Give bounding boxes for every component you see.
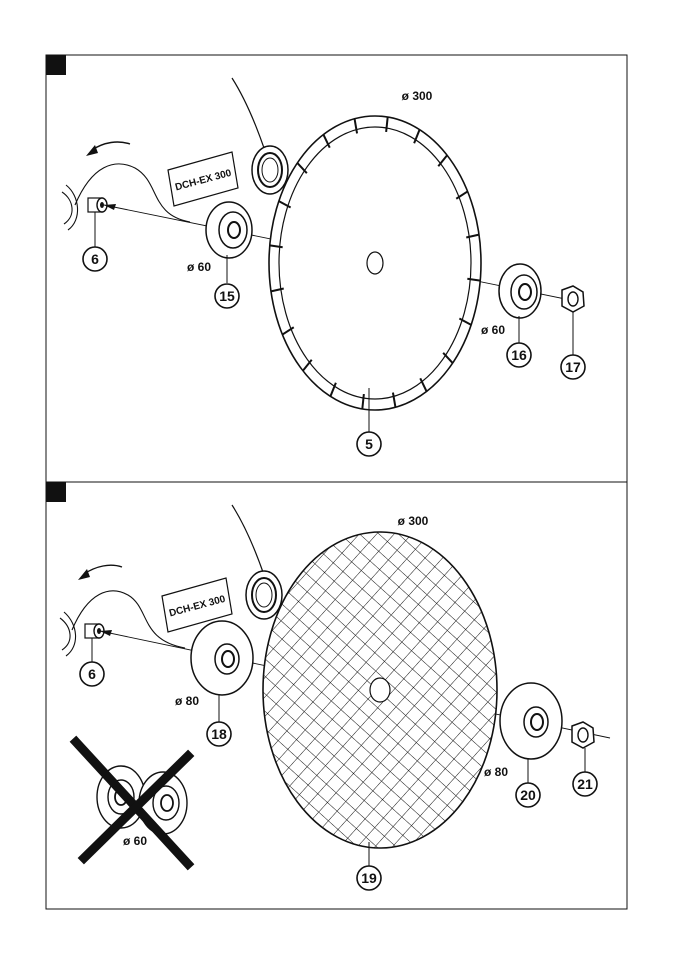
abrasive-disc xyxy=(263,532,497,848)
outer-flange xyxy=(499,264,541,318)
spindle xyxy=(62,185,107,230)
svg-text:15: 15 xyxy=(219,288,235,304)
svg-text:21: 21 xyxy=(577,776,593,792)
outer-flange-diameter-label: ø 60 xyxy=(481,323,505,337)
flange-nut xyxy=(562,286,584,312)
callout-20: 20 xyxy=(516,783,540,807)
outer-flange-diameter-label: ø 80 xyxy=(484,765,508,779)
callout-15: 15 xyxy=(215,284,239,308)
callout-18: 18 xyxy=(207,722,231,746)
rotation-arrow xyxy=(86,142,130,156)
disc-bore xyxy=(370,678,390,702)
model-plate: DCH-EX 300 xyxy=(168,152,238,206)
blade-bore xyxy=(367,252,383,274)
panel-2: DCH-EX 300 xyxy=(46,482,627,909)
inner-flange xyxy=(206,202,252,258)
callout-5: 5 xyxy=(357,432,381,456)
diamond-blade xyxy=(269,116,481,410)
housing-bearing xyxy=(246,571,282,619)
rotation-arrow xyxy=(78,565,122,580)
svg-text:19: 19 xyxy=(361,870,377,886)
panel-2-marker xyxy=(46,482,66,502)
svg-text:17: 17 xyxy=(565,359,581,375)
housing-bearing xyxy=(252,146,288,194)
panel-1: DCH-EX 300 xyxy=(46,55,627,482)
callout-17: 17 xyxy=(561,355,585,379)
callout-21: 21 xyxy=(573,772,597,796)
svg-text:16: 16 xyxy=(511,347,527,363)
flange-nut xyxy=(572,722,594,748)
inner-flange-diameter-label: ø 60 xyxy=(187,260,211,274)
svg-text:6: 6 xyxy=(88,666,96,682)
callout-19: 19 xyxy=(357,866,381,890)
callout-6: 6 xyxy=(83,247,107,271)
callout-6: 6 xyxy=(80,662,104,686)
svg-text:5: 5 xyxy=(365,436,373,452)
panel-1-marker xyxy=(46,55,66,75)
housing-outline xyxy=(232,505,264,575)
disc-diameter-label: ø 300 xyxy=(398,514,429,528)
callout-16: 16 xyxy=(507,343,531,367)
housing-outline xyxy=(232,78,264,148)
inner-flange-diameter-label: ø 80 xyxy=(175,694,199,708)
blade-diameter-label: ø 300 xyxy=(402,89,433,103)
svg-text:6: 6 xyxy=(91,251,99,267)
inner-flange xyxy=(191,621,253,695)
spindle xyxy=(60,612,104,656)
svg-text:20: 20 xyxy=(520,787,536,803)
crossed-flange-diameter-label: ø 60 xyxy=(123,834,147,848)
outer-flange xyxy=(500,683,562,759)
svg-text:18: 18 xyxy=(211,726,227,742)
